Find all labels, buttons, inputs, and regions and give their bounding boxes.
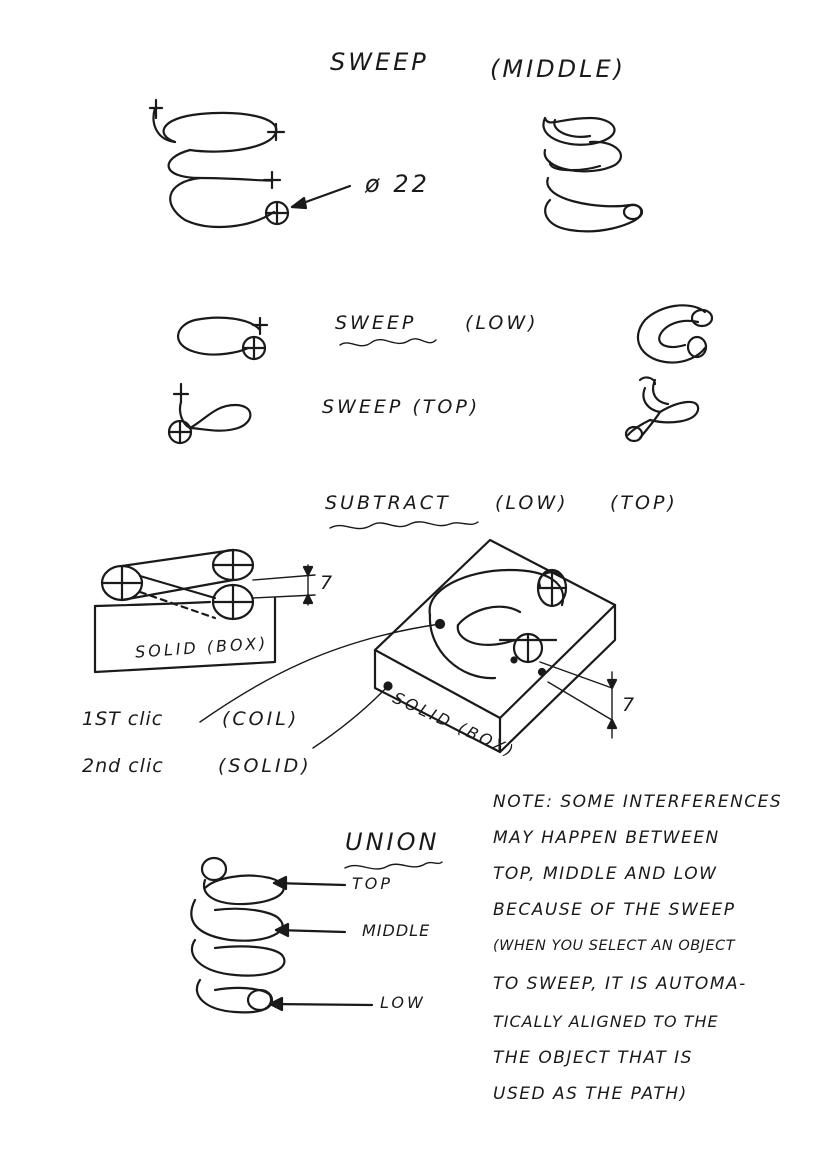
sweep-low-underline [339, 338, 437, 347]
sweep-low-paren: (LOW) [465, 312, 539, 334]
first-click-target: (COIL) [222, 708, 300, 730]
middle-title: (MIDDLE) [490, 55, 627, 83]
middle-path-helix [148, 98, 286, 229]
top-coil-result [624, 376, 700, 443]
middle-coil-result [542, 116, 644, 233]
left-solid-box [93, 596, 277, 674]
second-click-target: (SOLID) [218, 755, 312, 777]
low-path [177, 316, 269, 361]
note-line: USED AS THE PATH) [493, 1084, 688, 1104]
diameter-label: ø 22 [365, 170, 430, 198]
right-dimension [539, 661, 618, 739]
union-underline [344, 861, 443, 870]
left-coil-section [100, 548, 255, 621]
subtract-top: (TOP) [610, 492, 678, 514]
sweep-top-label: SWEEP (TOP) [322, 396, 481, 418]
first-click-label: 1ST clic [82, 708, 164, 730]
left-dimension [252, 564, 316, 606]
subtract-underline [329, 521, 479, 530]
subtract-title: SUBTRACT [325, 492, 451, 514]
diameter-arrow [290, 184, 352, 210]
dimension-left: 7 [320, 572, 336, 594]
union-arrows [268, 875, 374, 1012]
union-middle-label: MIDDLE [362, 921, 431, 940]
right-solid-box [373, 538, 617, 754]
second-click-label: 2nd clic [82, 755, 164, 777]
union-top-label: TOP [352, 874, 394, 893]
union-coil [190, 856, 286, 1014]
note-line: MAY HAPPEN BETWEEN [493, 828, 720, 848]
right-coil-section [428, 568, 568, 680]
click-leaders [199, 618, 547, 749]
union-title: UNION [345, 828, 440, 856]
sweep-title: SWEEP [330, 48, 429, 76]
note-line: (WHEN YOU SELECT AN OBJECT [493, 938, 736, 954]
sweep-low-word: SWEEP [335, 312, 417, 334]
union-low-label: LOW [380, 993, 426, 1012]
note-line: THE OBJECT THAT IS [493, 1048, 693, 1068]
note-line: NOTE: SOME INTERFERENCES [493, 792, 783, 812]
subtract-low: (LOW) [495, 492, 569, 514]
dimension-right: 7 [622, 694, 638, 716]
note-line: BECAUSE OF THE SWEEP [493, 900, 736, 920]
note-line: TOP, MIDDLE AND LOW [493, 864, 718, 884]
top-path [167, 382, 252, 445]
note-line: TICALLY ALIGNED TO THE [493, 1012, 719, 1031]
profile-circle-marker [264, 200, 290, 226]
note-line: TO SWEEP, IT IS AUTOMA- [493, 974, 747, 994]
low-coil-result [636, 304, 714, 364]
